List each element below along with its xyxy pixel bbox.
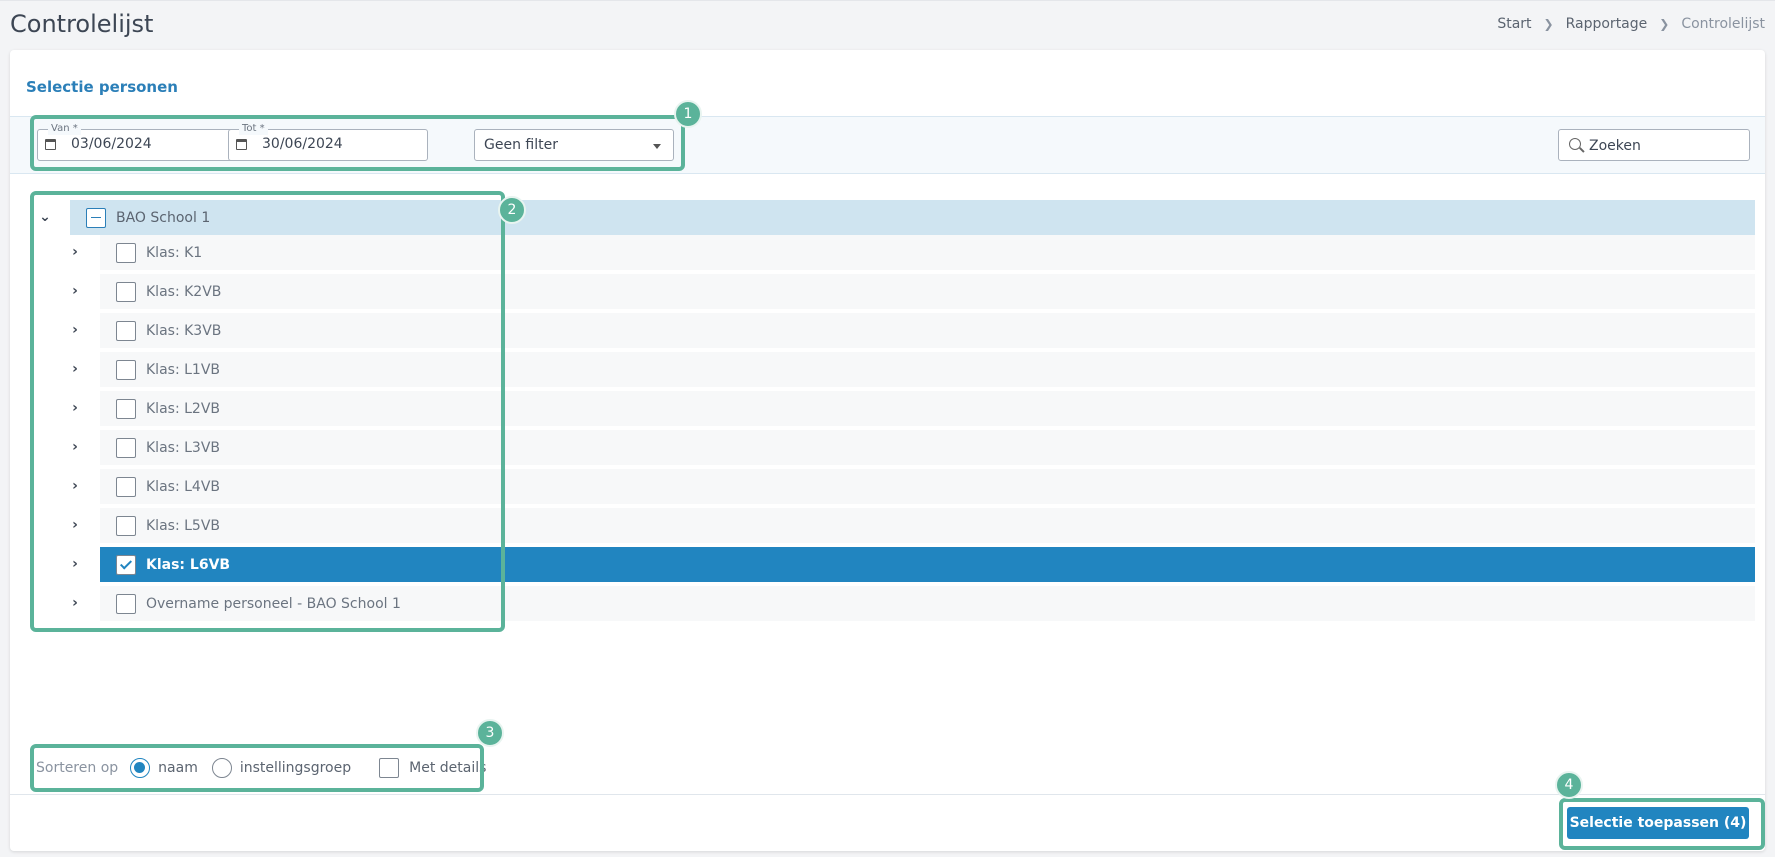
sort-bar: Sorteren op naam instellingsgroep Met de…: [36, 750, 486, 786]
tree-row-label: Klas: L1VB: [146, 361, 220, 378]
filter-bar: Van * 03/06/2024 Tot * 30/06/2024 Geen f…: [10, 116, 1765, 174]
row-checkbox[interactable]: [116, 398, 136, 419]
tree-row[interactable]: › Klas: K1: [10, 235, 1755, 270]
sort-option-naam-label[interactable]: naam: [158, 760, 198, 776]
search-icon: [1569, 138, 1581, 150]
chevron-right-icon[interactable]: ›: [72, 439, 78, 455]
tot-value: 30/06/2024: [262, 136, 343, 152]
tree-row-label: Klas: L3VB: [146, 439, 220, 456]
page-title: Controlelijst: [10, 10, 154, 38]
van-label: Van *: [48, 122, 81, 135]
tree-row-body[interactable]: Klas: L1VB: [100, 352, 1755, 387]
tree-row-body[interactable]: BAO School 1: [70, 200, 1755, 235]
tree-row[interactable]: › Klas: L5VB: [10, 508, 1755, 543]
tree-row[interactable]: › Overname personeel - BAO School 1: [10, 586, 1755, 621]
chevron-right-icon[interactable]: ›: [72, 283, 78, 299]
sort-radio-instellingsgroep[interactable]: [211, 758, 232, 778]
annotation-badge-2: 2: [498, 196, 526, 224]
row-checkbox[interactable]: [116, 515, 136, 536]
chevron-right-icon[interactable]: ›: [72, 556, 78, 572]
tree-row[interactable]: › Klas: K2VB: [10, 274, 1755, 309]
sort-label: Sorteren op: [36, 760, 119, 776]
van-date-field[interactable]: Van * 03/06/2024: [37, 122, 237, 161]
tree-row-body[interactable]: Klas: L5VB: [100, 508, 1755, 543]
apply-selection-button[interactable]: Selectie toepassen (4): [1567, 807, 1749, 839]
chevron-right-icon[interactable]: ›: [72, 322, 78, 338]
breadcrumb-start[interactable]: Start: [1497, 16, 1532, 32]
row-checkbox[interactable]: [116, 320, 136, 341]
card-title: Selectie personen: [26, 78, 178, 96]
filter-select[interactable]: Geen filter: [474, 129, 674, 161]
row-checkbox[interactable]: [116, 437, 136, 458]
tot-label: Tot *: [239, 122, 268, 135]
tree-row-label: Overname personeel - BAO School 1: [146, 595, 401, 612]
chevron-right-icon[interactable]: ›: [72, 361, 78, 377]
row-checkbox[interactable]: [116, 281, 136, 302]
chevron-right-icon: ❯: [1659, 17, 1670, 31]
details-checkbox[interactable]: [379, 758, 400, 778]
sort-radio-naam[interactable]: [130, 758, 151, 778]
tree-row-label: Klas: L4VB: [146, 478, 220, 495]
chevron-right-icon[interactable]: ›: [72, 400, 78, 416]
breadcrumb-rapportage[interactable]: Rapportage: [1565, 16, 1648, 32]
annotation-badge-4: 4: [1555, 771, 1583, 799]
tree-row-body[interactable]: Klas: K1: [100, 235, 1755, 270]
row-checkbox[interactable]: [116, 359, 136, 380]
row-checkbox[interactable]: [116, 476, 136, 497]
breadcrumb: Start ❯ Rapportage ❯ Controlelijst: [1497, 16, 1765, 32]
tree-row[interactable]: › Klas: K3VB: [10, 313, 1755, 348]
tree-row[interactable]: › Klas: L1VB: [10, 352, 1755, 387]
calendar-icon[interactable]: [236, 139, 247, 150]
divider: [10, 794, 1765, 795]
chevron-right-icon[interactable]: ›: [72, 478, 78, 494]
tree-row[interactable]: › Klas: L4VB: [10, 469, 1755, 504]
tree-row-label: Klas: L5VB: [146, 517, 220, 534]
tree-row-label: Klas: L2VB: [146, 400, 220, 417]
filter-select-value: Geen filter: [484, 137, 558, 153]
tree-row-body[interactable]: Overname personeel - BAO School 1: [100, 586, 1755, 621]
tree-row-label: Klas: L6VB: [146, 556, 231, 573]
row-checkbox-checked[interactable]: [116, 554, 136, 575]
tree-row-body[interactable]: Klas: L4VB: [100, 469, 1755, 504]
chevron-down-icon[interactable]: ⌄: [39, 209, 51, 225]
selection-card: Selectie personen Van * 03/06/2024 Tot *…: [10, 50, 1765, 851]
caret-down-icon: [653, 144, 661, 149]
tree-row-label: Klas: K3VB: [146, 322, 222, 339]
tree-row-label: Klas: K1: [146, 244, 203, 261]
calendar-icon[interactable]: [45, 139, 56, 150]
annotation-badge-3: 3: [476, 719, 504, 747]
breadcrumb-current: Controlelijst: [1681, 16, 1765, 32]
search-input[interactable]: [1589, 136, 1739, 156]
page-header: Controlelijst Start ❯ Rapportage ❯ Contr…: [0, 0, 1775, 46]
van-value: 03/06/2024: [71, 136, 152, 152]
chevron-right-icon[interactable]: ›: [72, 517, 78, 533]
search-field[interactable]: [1558, 129, 1750, 161]
chevron-right-icon: ❯: [1543, 17, 1554, 31]
row-checkbox[interactable]: [116, 242, 136, 263]
tree-row-label: BAO School 1: [116, 209, 211, 226]
tree-row-body[interactable]: Klas: K2VB: [100, 274, 1755, 309]
tree-row-body[interactable]: Klas: K3VB: [100, 313, 1755, 348]
tree-row[interactable]: › Klas: L2VB: [10, 391, 1755, 426]
annotation-badge-1: 1: [674, 100, 702, 128]
chevron-right-icon[interactable]: ›: [72, 595, 78, 611]
tree-row-body[interactable]: Klas: L3VB: [100, 430, 1755, 465]
parent-checkbox[interactable]: [86, 207, 106, 228]
tree-row-label: Klas: K2VB: [146, 283, 222, 300]
tree-row-body[interactable]: Klas: L2VB: [100, 391, 1755, 426]
tree-row-body[interactable]: Klas: L6VB: [100, 547, 1755, 582]
tree-row-parent[interactable]: ⌄ BAO School 1: [10, 200, 1755, 235]
tot-date-field[interactable]: Tot * 30/06/2024: [228, 122, 428, 161]
row-checkbox[interactable]: [116, 593, 136, 614]
tree-row-selected[interactable]: › Klas: L6VB: [10, 547, 1755, 582]
chevron-right-icon[interactable]: ›: [72, 244, 78, 260]
details-label[interactable]: Met details: [409, 760, 487, 776]
tree-row[interactable]: › Klas: L3VB: [10, 430, 1755, 465]
sort-option-group-label[interactable]: instellingsgroep: [239, 760, 352, 776]
